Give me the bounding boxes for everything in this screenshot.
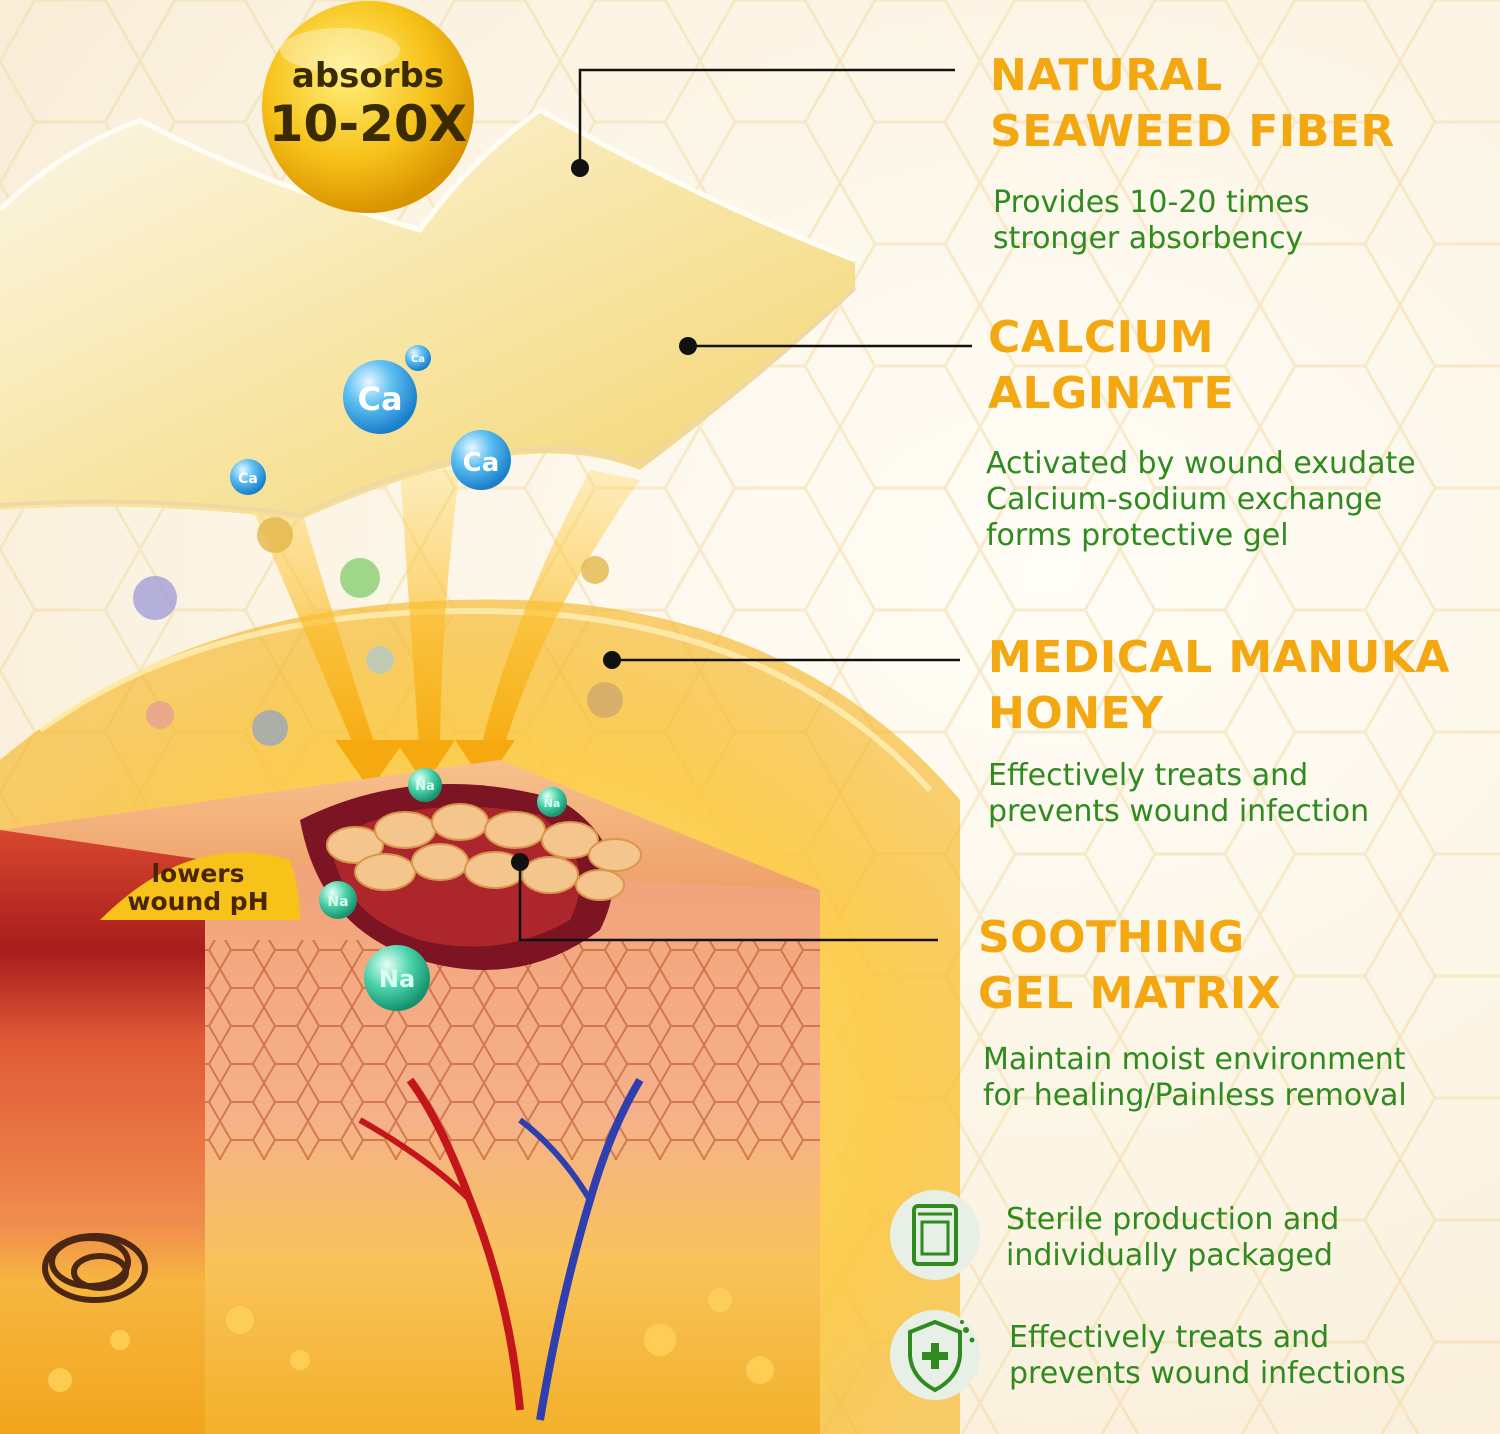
calcium-ion-label: Ca xyxy=(411,354,425,365)
absorbs-badge-line1: absorbs xyxy=(291,56,445,96)
ph-badge-line2: wound pH xyxy=(127,887,269,916)
feature-title-calcium: CALCIUM ALGINATE xyxy=(988,310,1234,422)
feature-title-line: GEL MATRIX xyxy=(978,968,1282,1019)
feature-desc-line: stronger absorbency xyxy=(993,221,1304,256)
feature-title-gel: SOOTHING GEL MATRIX xyxy=(978,910,1281,1022)
absorbs-badge-line2: 10-20X xyxy=(268,95,468,153)
feature-desc-line: Calcium-sodium exchange xyxy=(986,482,1383,517)
feature-desc-line: Maintain moist environment xyxy=(983,1042,1406,1077)
skin-layer-front xyxy=(0,830,205,1434)
feature-title-line: HONEY xyxy=(988,688,1164,739)
gel-granules xyxy=(326,803,642,901)
extra-feature-sterile: Sterile production and individually pack… xyxy=(1006,1202,1339,1274)
absorption-beam xyxy=(478,470,640,760)
feature-desc-line: forms protective gel xyxy=(986,518,1289,553)
feature-title-line: CALCIUM xyxy=(988,312,1215,363)
sodium-ion-small xyxy=(537,787,567,817)
extra-feature-infection: Effectively treats and prevents wound in… xyxy=(1009,1320,1406,1392)
feature-desc-line: for healing/Painless removal xyxy=(983,1078,1407,1113)
feature-title-line: SOOTHING xyxy=(978,912,1245,963)
arrow-down-icon xyxy=(395,740,455,785)
ph-badge-line1: lowers xyxy=(151,859,245,888)
absorbs-badge-label: absorbs 10-20X xyxy=(262,56,474,152)
feature-title-line: NATURAL xyxy=(990,50,1223,101)
extra-feature-line: prevents wound infections xyxy=(1009,1356,1406,1391)
package-icon xyxy=(890,1190,980,1280)
ph-badge xyxy=(100,852,300,920)
calcium-ion-label: Ca xyxy=(357,380,402,418)
feature-desc-line: Activated by wound exudate xyxy=(986,446,1416,481)
feature-desc-seaweed: Provides 10-20 times stronger absorbency xyxy=(993,185,1309,257)
skin-cells xyxy=(205,940,820,1160)
sodium-ion-small xyxy=(408,768,442,802)
calcium-ion-tiny xyxy=(405,345,431,371)
sodium-ion-label: Na xyxy=(327,894,348,910)
bacteria xyxy=(133,517,623,746)
feature-title-manuka: MEDICAL MANUKA HONEY xyxy=(988,630,1450,742)
sodium-ion-label: Na xyxy=(415,779,435,794)
callout-lines xyxy=(518,68,972,942)
absorbs-badge xyxy=(262,1,474,213)
callout-dots xyxy=(511,159,697,871)
vein xyxy=(536,1077,644,1421)
calcium-ion-label: Ca xyxy=(463,448,500,478)
feature-desc-gel: Maintain moist environment for healing/P… xyxy=(983,1042,1407,1114)
alginate-dressing-pad xyxy=(0,110,855,520)
extra-feature-line: individually packaged xyxy=(1006,1238,1333,1273)
calcium-ion-large xyxy=(343,360,417,434)
calcium-ion-small xyxy=(230,459,266,495)
feature-title-line: MEDICAL MANUKA xyxy=(988,632,1450,683)
feature-title-line: SEAWEED FIBER xyxy=(990,106,1395,157)
artery xyxy=(406,1077,524,1411)
feature-title-line: ALGINATE xyxy=(988,368,1235,419)
ph-badge-label: lowers wound pH xyxy=(108,860,288,916)
calcium-ion-medium xyxy=(451,430,511,490)
fat-cells xyxy=(48,1288,774,1392)
feature-desc-line: Effectively treats and xyxy=(988,758,1309,793)
feature-title-seaweed: NATURAL SEAWEED FIBER xyxy=(990,48,1395,160)
sodium-ion-large xyxy=(364,945,430,1011)
feature-desc-calcium: Activated by wound exudate Calcium-sodiu… xyxy=(986,446,1416,554)
extra-feature-line: Effectively treats and xyxy=(1009,1320,1330,1355)
calcium-ion-label: Ca xyxy=(238,471,258,487)
feature-desc-manuka: Effectively treats and prevents wound in… xyxy=(988,758,1369,830)
feature-desc-line: prevents wound infection xyxy=(988,794,1370,829)
extra-feature-line: Sterile production and xyxy=(1006,1202,1340,1237)
hair-follicle xyxy=(42,1233,148,1303)
sodium-ion-label: Na xyxy=(544,797,561,810)
feature-desc-line: Provides 10-20 times xyxy=(993,185,1310,220)
sodium-ion-small xyxy=(319,881,357,919)
sodium-ion-label: Na xyxy=(379,965,415,993)
absorption-beam xyxy=(400,470,460,760)
shield-plus-icon xyxy=(890,1310,980,1400)
arrow-down-icon xyxy=(335,740,405,790)
